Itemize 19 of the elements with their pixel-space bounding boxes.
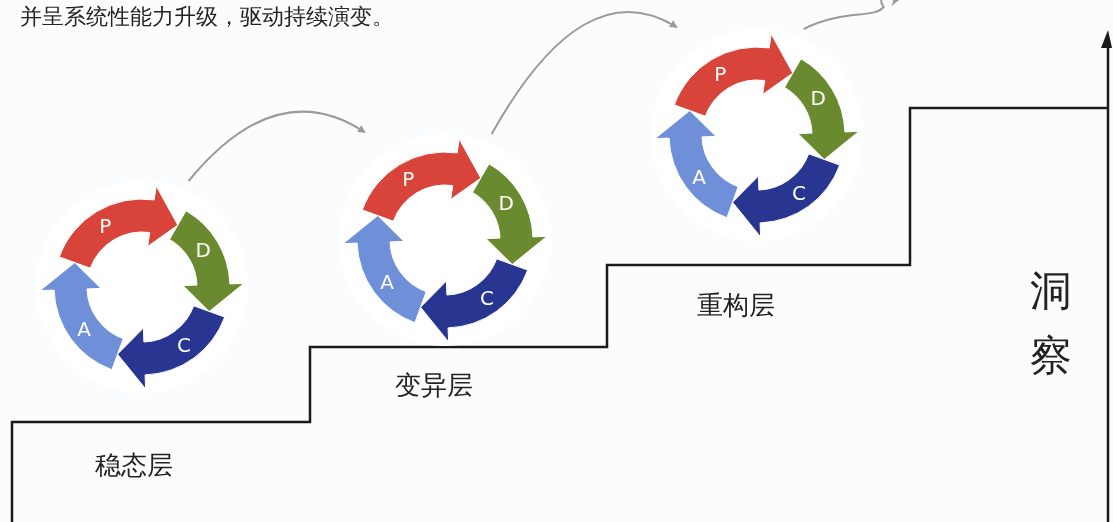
cycle-segment: C xyxy=(420,258,529,343)
cycle-segment: P xyxy=(361,138,482,222)
cycle-segment: P xyxy=(58,185,179,269)
cycle-segment: C xyxy=(117,305,226,390)
step-label: 变异层 xyxy=(395,369,473,402)
cycle-segment: P xyxy=(673,33,794,117)
cycle-segment: C xyxy=(732,153,841,238)
step-label: 重构层 xyxy=(697,289,775,322)
cycle-segment: A xyxy=(654,110,739,219)
axis-title: 洞察 xyxy=(1030,265,1073,383)
curved-arrow xyxy=(187,110,366,182)
cycle-segment: D xyxy=(169,210,245,312)
curved-arrow xyxy=(490,10,678,135)
cycle-segment: D xyxy=(784,58,860,160)
step-label: 稳态层 xyxy=(95,449,173,482)
cycle-segment: A xyxy=(39,262,124,371)
cycle-segment: D xyxy=(472,163,548,265)
description-text: 并呈系统性能力升级，驱动持续演变。 xyxy=(20,3,394,31)
cycle-segment: A xyxy=(342,215,427,324)
